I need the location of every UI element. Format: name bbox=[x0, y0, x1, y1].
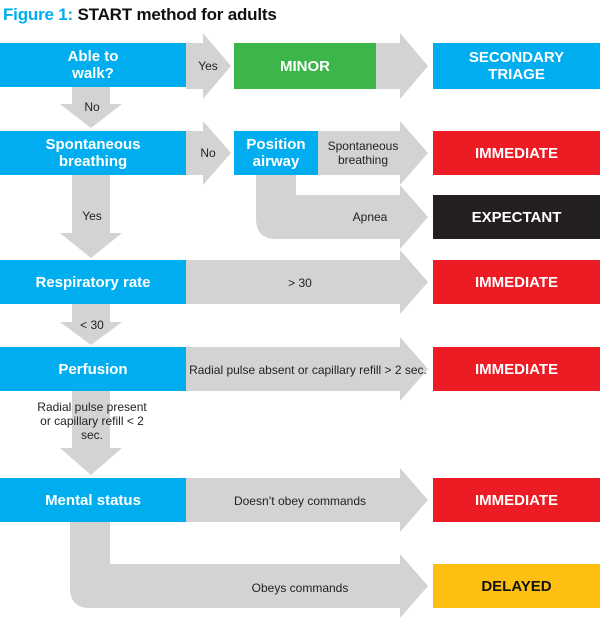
arrow-position-to-immediate bbox=[318, 121, 428, 185]
arrow-breathing-to-position bbox=[186, 121, 231, 185]
arrow-position-to-expectant bbox=[256, 175, 428, 249]
label-radial-pulse-present: Radial pulse present or capillary refill… bbox=[37, 400, 147, 442]
figure-title: Figure 1: START method for adults bbox=[3, 5, 277, 25]
label-resp-under-30: < 30 bbox=[80, 318, 104, 332]
label-radial-pulse-absent: Radial pulse absent or capillary refill … bbox=[189, 363, 427, 377]
label-breathing-no: No bbox=[200, 146, 216, 160]
arrow-minor-to-secondary bbox=[376, 33, 428, 99]
arrow-walk-to-minor bbox=[186, 33, 231, 99]
arrow-mental-to-immediate bbox=[186, 468, 428, 532]
step-able-to-walk: Able to walk? bbox=[0, 43, 186, 87]
label-doesnt-obey-commands: Doesn’t obey commands bbox=[233, 494, 367, 508]
figure-title-text: START method for adults bbox=[77, 5, 277, 24]
outcome-immediate-breathing: IMMEDIATE bbox=[433, 131, 600, 175]
step-position-airway: Position airway bbox=[234, 131, 318, 175]
step-respiratory-rate: Respiratory rate bbox=[0, 260, 186, 304]
label-apnea: Apnea bbox=[352, 210, 388, 224]
figure-number: Figure 1: bbox=[3, 5, 73, 24]
outcome-delayed: DELAYED bbox=[433, 564, 600, 608]
outcome-immediate-perfusion: IMMEDIATE bbox=[433, 347, 600, 391]
outcome-immediate-mental: IMMEDIATE bbox=[433, 478, 600, 522]
outcome-minor: MINOR bbox=[234, 43, 376, 89]
label-walk-yes: Yes bbox=[198, 59, 218, 73]
arrow-breathing-to-resp bbox=[60, 175, 122, 258]
arrow-resp-to-immediate bbox=[186, 250, 428, 314]
arrow-perfusion-to-mental bbox=[60, 391, 122, 475]
outcome-secondary-triage: SECONDARY TRIAGE bbox=[433, 43, 600, 89]
outcome-immediate-respiratory: IMMEDIATE bbox=[433, 260, 600, 304]
label-breathing-yes: Yes bbox=[82, 209, 102, 223]
arrow-walk-to-breathing bbox=[60, 87, 122, 128]
label-obeys-commands: Obeys commands bbox=[251, 581, 349, 595]
label-spontaneous-breathing: Spontaneous breathing bbox=[327, 139, 399, 167]
outcome-expectant: EXPECTANT bbox=[433, 195, 600, 239]
arrow-mental-to-delayed bbox=[70, 522, 428, 618]
label-resp-over-30: > 30 bbox=[288, 276, 312, 290]
step-perfusion: Perfusion bbox=[0, 347, 186, 391]
label-walk-no: No bbox=[84, 100, 100, 114]
arrow-resp-to-perfusion bbox=[60, 304, 122, 345]
step-mental-status: Mental status bbox=[0, 478, 186, 522]
step-spontaneous-breathing: Spontaneous breathing bbox=[0, 131, 186, 175]
arrow-perfusion-to-immediate bbox=[186, 337, 428, 401]
